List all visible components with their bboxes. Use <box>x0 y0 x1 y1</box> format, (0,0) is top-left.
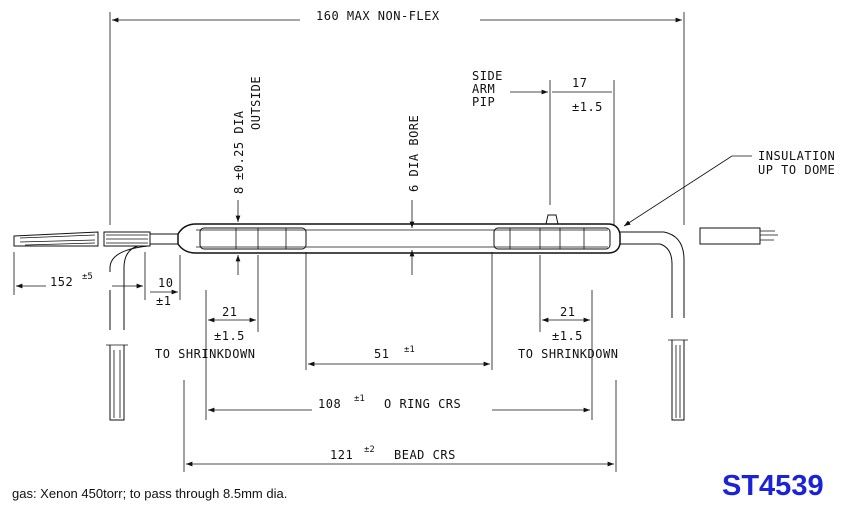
right-shrink-tol: ±1.5 <box>552 329 583 343</box>
oring-crs-dimension: 108 ±1 O RING CRS <box>208 394 590 413</box>
right-shrinkdown-dimension: 21 ±1.5 TO SHRINKDOWN <box>518 255 618 420</box>
part-number: ST4539 <box>722 470 824 502</box>
bead-crs-label: BEAD CRS <box>394 448 456 462</box>
insulation-label-1: INSULATION <box>758 149 835 163</box>
pip-offset-value: 17 <box>572 76 587 90</box>
center-gap-tol: ±1 <box>404 345 415 355</box>
side-arm-pip-dimension: SIDE ARM PIP 17 ±1.5 <box>472 69 615 225</box>
bead-crs-value: 121 <box>330 448 353 462</box>
gas-note: gas: Xenon 450torr; to pass through 8.5m… <box>12 486 288 501</box>
side-arm-label-3: PIP <box>472 95 495 109</box>
bead-crs-dimension: 121 ±2 BEAD CRS <box>183 380 617 472</box>
lead-length-value: 152 <box>50 275 73 289</box>
center-gap-value: 51 <box>374 347 389 361</box>
lamp-body <box>13 214 778 421</box>
overall-length-dimension: 160 MAX NON-FLEX <box>109 8 685 225</box>
left-shrink-tol: ±1.5 <box>214 329 245 343</box>
outside-dia-dimension: 8 ±0.25 DIA OUTSIDE <box>232 76 263 275</box>
center-gap-dimension: 51 ±1 <box>305 252 493 370</box>
outside-dia-value: 8 <box>232 186 246 194</box>
left-shrink-label: TO SHRINKDOWN <box>155 347 255 361</box>
lead-length-tol: ±5 <box>82 272 93 282</box>
oring-crs-label: O RING CRS <box>384 397 461 411</box>
end-length-tol: ±1 <box>156 294 171 308</box>
oring-crs-value: 108 <box>318 397 341 411</box>
left-shrinkdown-dimension: 21 ±1.5 TO SHRINKDOWN <box>155 255 259 420</box>
right-shrink-value: 21 <box>560 305 575 319</box>
overall-length-label: 160 MAX NON-FLEX <box>316 9 440 23</box>
right-shrink-label: TO SHRINKDOWN <box>518 347 618 361</box>
bead-crs-tol: ±2 <box>364 445 375 455</box>
lead-length-dimension: 152 ±5 <box>13 252 146 300</box>
bore-dimension: 6 DIA BORE <box>407 115 421 275</box>
outside-dia-tol: ±0.25 DIA <box>232 110 246 180</box>
outside-label: OUTSIDE <box>249 76 263 130</box>
left-shrink-value: 21 <box>222 305 237 319</box>
pip-offset-tol: ±1.5 <box>572 100 603 114</box>
end-length-value: 10 <box>158 276 173 290</box>
side-arm-label-1: SIDE <box>472 69 503 83</box>
end-length-dimension: 10 ±1 <box>150 255 181 308</box>
insulation-callout: INSULATION UP TO DOME <box>623 149 835 227</box>
bore-label: 6 DIA BORE <box>407 115 421 192</box>
side-arm-label-2: ARM <box>472 82 495 96</box>
oring-crs-tol: ±1 <box>354 394 365 404</box>
insulation-label-2: UP TO DOME <box>758 163 835 177</box>
